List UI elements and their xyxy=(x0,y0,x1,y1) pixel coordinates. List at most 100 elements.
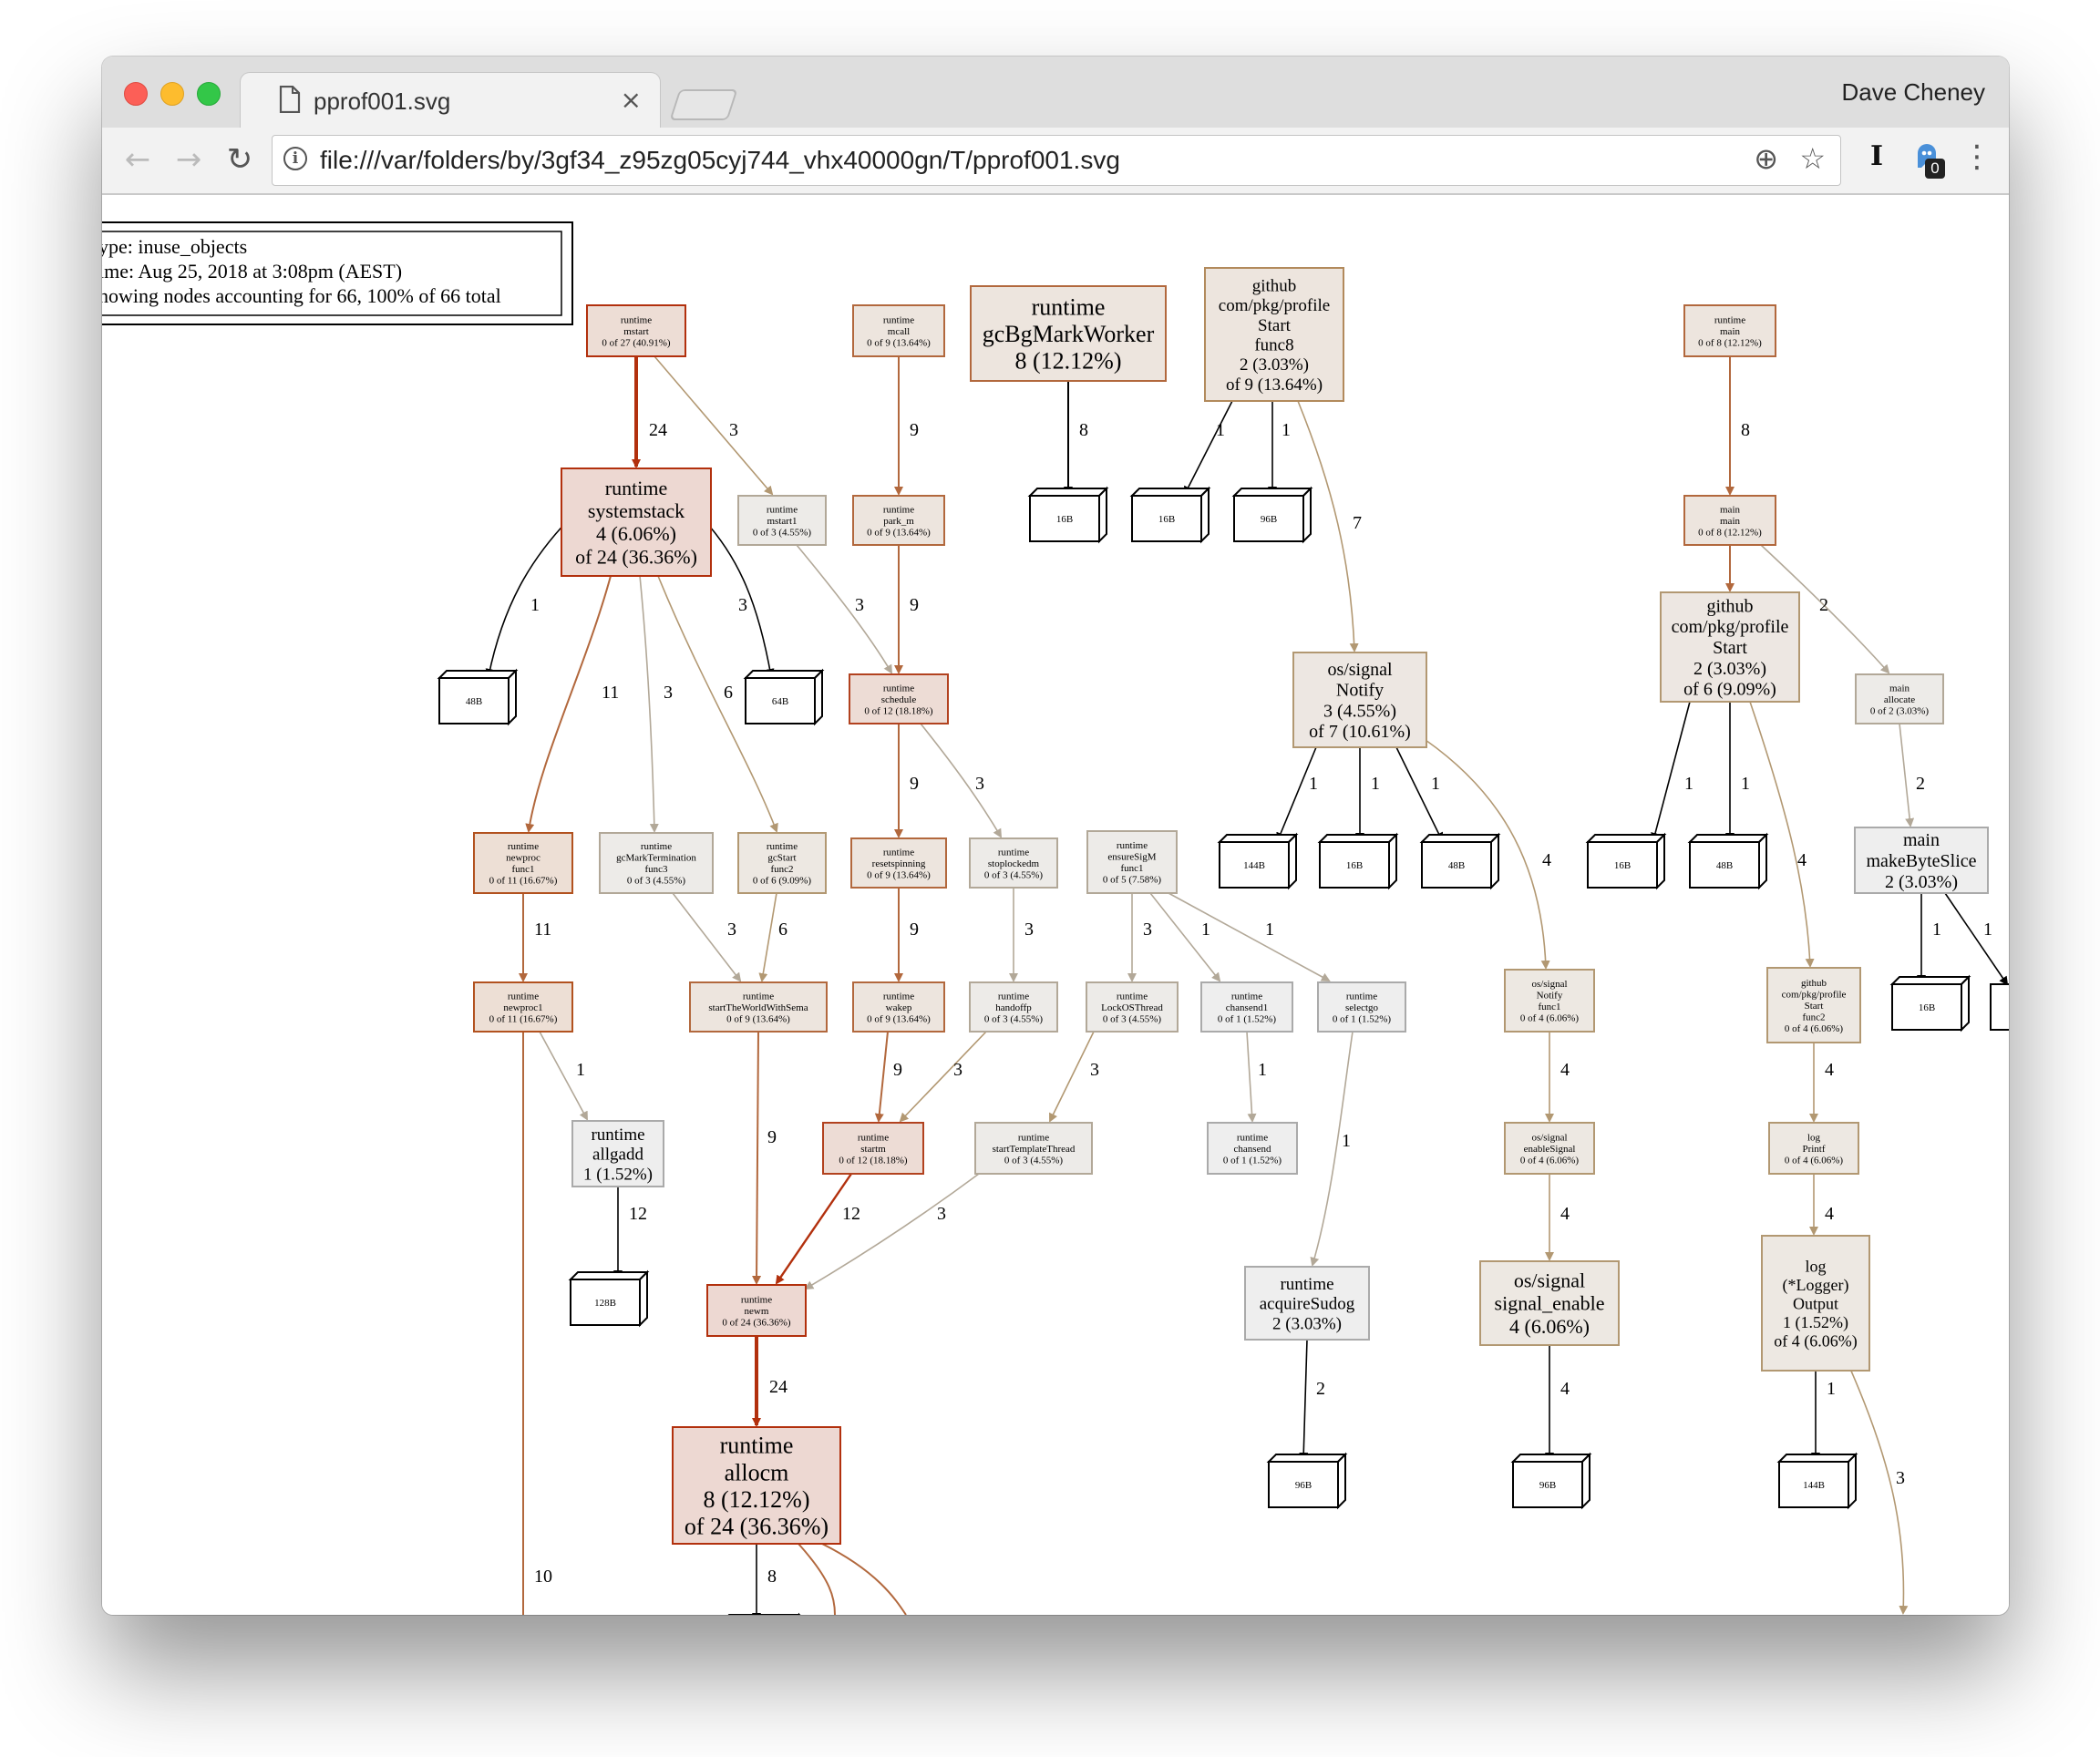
node-logoutput-line-4: of 4 (6.06%) xyxy=(1774,1331,1857,1351)
memory-block-m48a[interactable]: 48B xyxy=(437,668,519,726)
edge-label-53: 2 xyxy=(1316,1379,1325,1399)
memory-block-clipped[interactable] xyxy=(1990,983,2009,1031)
back-icon[interactable]: ← xyxy=(124,141,151,178)
node-printf-line-1: Printf xyxy=(1802,1144,1825,1155)
memory-block-m16d[interactable]: 16B xyxy=(1585,832,1667,890)
node-startm-line-2: 0 of 12 (18.18%) xyxy=(839,1155,907,1166)
tab-active[interactable]: pprof001.svg × xyxy=(241,73,660,129)
document-icon xyxy=(279,86,301,113)
memory-block-m96b[interactable]: 96B xyxy=(1266,1452,1348,1510)
memory-block-m96c[interactable]: 96B xyxy=(1510,1452,1592,1510)
memory-block-m16e[interactable]: 16B xyxy=(1889,974,1971,1033)
memory-block-m128[interactable]: 128B xyxy=(568,1269,650,1328)
memory-block-m64[interactable]: 64B xyxy=(743,668,825,726)
memory-block-m144a[interactable]: 144B xyxy=(1217,832,1299,890)
edge-52: 24 xyxy=(752,1336,788,1427)
svg-viewport[interactable]: ype: inuse_objects ime: Aug 25, 2018 at … xyxy=(102,195,2009,1615)
node-schedule-line-0: runtime xyxy=(883,683,914,694)
node-lockos-line-0: runtime xyxy=(1117,991,1148,1002)
memory-block-m16a[interactable]: 16B xyxy=(1027,486,1109,544)
new-tab-button[interactable] xyxy=(669,89,738,120)
node-makebyte-line-0: main xyxy=(1903,830,1940,850)
node-gcstart-line-3: 0 of 6 (9.09%) xyxy=(753,876,811,887)
node-sigenable-line-0: os/signal xyxy=(1514,1269,1585,1292)
node-mainmain0-line-0: runtime xyxy=(1714,314,1745,325)
edge-23: 4 xyxy=(1425,739,1551,970)
edge-19: 3 xyxy=(920,723,1003,838)
minimize-window-button[interactable] xyxy=(160,82,184,106)
toolbar: ← → ↻ i file:///var/folders/by/3gf34_z95… xyxy=(102,128,2009,195)
edge-28: 11 xyxy=(519,893,551,982)
zoom-window-button[interactable] xyxy=(197,82,221,106)
memory-block-m144b[interactable]: 144B xyxy=(1776,1452,1858,1510)
node-starttmpl-line-2: 0 of 3 (4.55%) xyxy=(1004,1155,1063,1166)
zoom-icon[interactable]: ⊕ xyxy=(1754,141,1778,176)
node-notifyfunc1-line-0: os/signal xyxy=(1531,979,1567,990)
url-text[interactable]: file:///var/folders/by/3gf34_z95zg05cyj7… xyxy=(320,146,1120,174)
memory-block-m48c[interactable]: 48B xyxy=(1687,832,1769,890)
extension-i-icon[interactable]: I xyxy=(1870,140,1884,172)
node-mstart-line-1: mstart xyxy=(623,326,649,337)
info-icon[interactable]: i xyxy=(283,147,307,170)
tab-close-icon[interactable]: × xyxy=(620,85,642,115)
edge-label-51: 3 xyxy=(937,1204,946,1224)
edge-27: 2 xyxy=(1899,723,1925,827)
memory-block-m16b[interactable]: 16B xyxy=(1129,486,1211,544)
close-window-button[interactable] xyxy=(124,82,148,106)
memory-block-m16c[interactable]: 16B xyxy=(1317,832,1399,890)
address-bar[interactable]: i file:///var/folders/by/3gf34_z95zg05cy… xyxy=(272,135,1841,186)
reload-icon[interactable]: ↻ xyxy=(226,141,253,178)
memory-label-m16c: 16B xyxy=(1346,860,1363,871)
memory-block-m96a[interactable]: 96B xyxy=(1231,486,1313,544)
forward-icon[interactable]: → xyxy=(175,141,202,178)
profile-name[interactable]: Dave Cheney xyxy=(1841,78,1985,106)
extension-ghost-icon[interactable]: 0 xyxy=(1916,142,1945,179)
bookmark-star-icon[interactable]: ☆ xyxy=(1799,141,1826,176)
edge-label-7: 7 xyxy=(1353,513,1362,533)
edge-label-5: 1 xyxy=(1216,420,1225,440)
memory-block-m48b[interactable]: 48B xyxy=(1419,832,1501,890)
edge-36: 1 xyxy=(1917,893,1941,984)
menu-icon[interactable]: ⋮ xyxy=(1961,139,1992,175)
